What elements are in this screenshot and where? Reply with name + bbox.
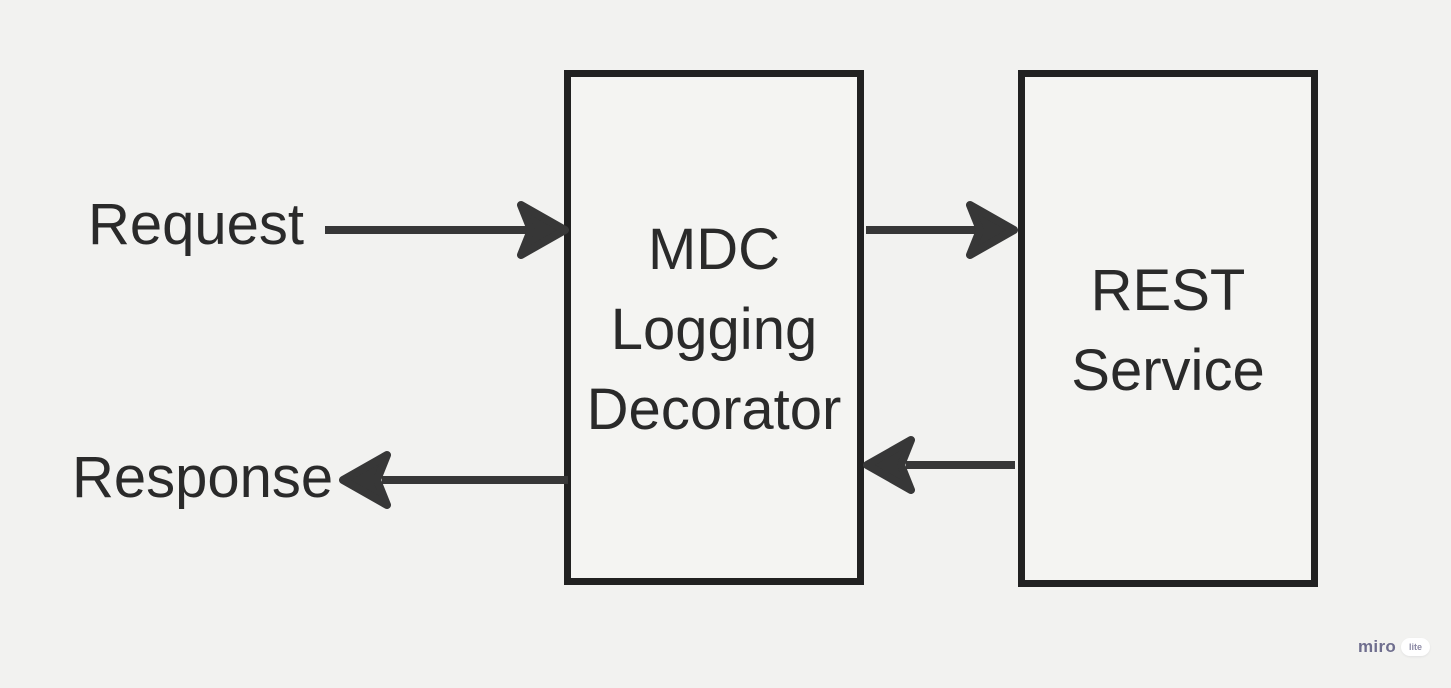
miro-wordmark: miro — [1358, 637, 1397, 656]
box-text-line: Logging — [610, 297, 818, 362]
box-text-line: REST — [1090, 258, 1246, 323]
mdc-to-rest-arrow[interactable] — [864, 198, 1020, 262]
mdc-logging-decorator-box[interactable]: MDC Logging Decorator — [564, 70, 864, 585]
mdc-box-text: MDC Logging Decorator — [587, 205, 842, 450]
rest-box-text: REST Service — [1071, 246, 1264, 411]
response-arrow[interactable] — [338, 448, 570, 512]
request-arrow[interactable] — [322, 198, 570, 262]
response-label[interactable]: Response — [72, 445, 334, 510]
rest-service-box[interactable]: REST Service — [1018, 70, 1318, 587]
box-text-line: Decorator — [586, 377, 842, 442]
miro-logo[interactable]: miro lite — [1358, 637, 1431, 657]
box-text-line: Service — [1071, 338, 1265, 403]
rest-to-mdc-arrow[interactable] — [862, 433, 1018, 497]
box-text-line: MDC — [647, 217, 781, 282]
request-label[interactable]: Request — [88, 192, 305, 257]
lite-badge: lite — [1401, 638, 1431, 656]
